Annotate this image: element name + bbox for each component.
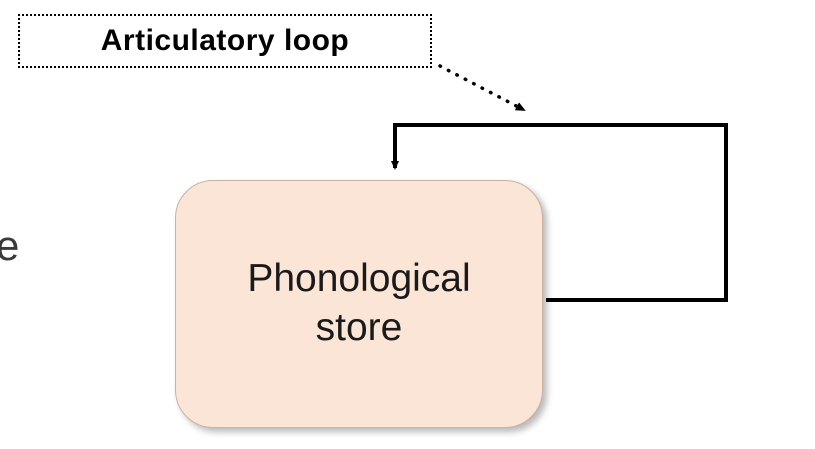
phonological-store-box: Phonological store — [175, 180, 543, 428]
left-partial-text: e — [0, 222, 20, 269]
dotted-arrow — [438, 64, 526, 112]
articulatory-loop-label: Articulatory loop — [100, 24, 350, 57]
phonological-store-label-line1: Phonological — [247, 257, 471, 301]
phonological-store-label-line2: store — [315, 306, 403, 349]
articulatory-loop-box: Articulatory loop — [18, 14, 432, 68]
